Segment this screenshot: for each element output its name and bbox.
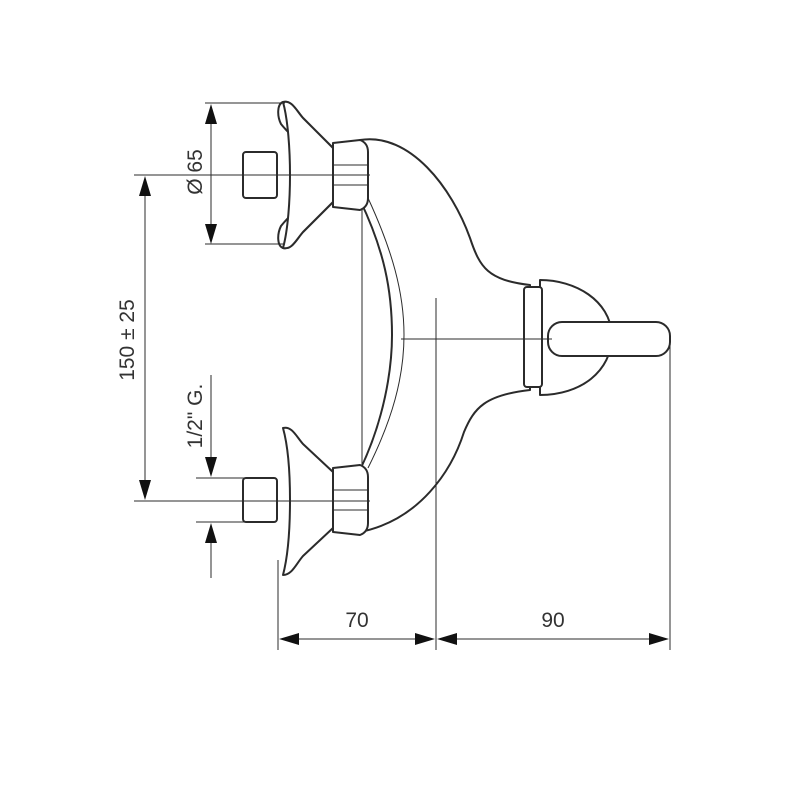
lever-handle xyxy=(547,321,671,357)
mixer-body-outline xyxy=(359,138,531,533)
bottom-inlet xyxy=(242,426,369,576)
dimension-depth-lever xyxy=(437,633,669,645)
center-distance-label: 150 ± 25 xyxy=(116,299,139,381)
arrow-down xyxy=(205,224,217,244)
dimension-thread xyxy=(205,375,217,578)
mixer-body-inner-contour xyxy=(367,197,405,469)
bottom-inlet-pipe xyxy=(242,477,278,523)
bottom-hex-nut xyxy=(332,464,369,536)
arrow-left xyxy=(279,633,299,645)
arrow-right xyxy=(415,633,435,645)
diameter-label: Ø 65 xyxy=(184,149,207,195)
lever-assembly xyxy=(523,279,671,396)
arrow-left xyxy=(437,633,457,645)
dimension-depth-body xyxy=(279,633,435,645)
cartridge-collar xyxy=(523,286,543,388)
thread-label: 1/2" G. xyxy=(184,384,207,449)
arrow-up xyxy=(205,104,217,124)
extension-lines xyxy=(134,102,671,650)
arrow-up xyxy=(139,176,151,196)
arrow-right xyxy=(649,633,669,645)
depth-body-label: 70 xyxy=(345,609,368,632)
dimension-center-distance xyxy=(139,176,151,500)
arrow-down xyxy=(139,480,151,500)
dimension-diameter xyxy=(205,104,217,244)
arrow-up xyxy=(205,523,217,543)
depth-lever-label: 90 xyxy=(541,609,564,632)
mixer-body xyxy=(359,138,531,533)
arrow-down xyxy=(205,457,217,477)
